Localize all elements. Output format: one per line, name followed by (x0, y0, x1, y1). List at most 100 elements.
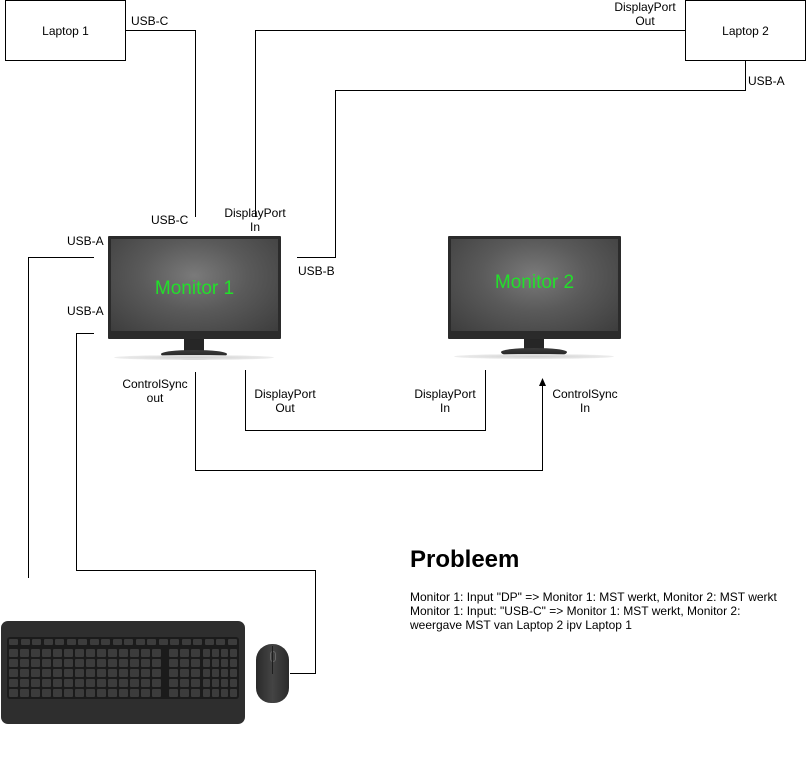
key (119, 659, 128, 667)
key (32, 639, 41, 645)
key (221, 669, 228, 677)
label-laptop1-usbc: USB-C (131, 14, 169, 28)
key (108, 659, 117, 667)
key (97, 659, 106, 667)
label-line: Out (635, 14, 655, 28)
label-monitor1-usba-bottom: USB-A (67, 304, 104, 318)
key (170, 639, 179, 645)
key (130, 679, 139, 687)
key (180, 669, 189, 677)
key (64, 689, 73, 697)
key (191, 679, 200, 687)
key (20, 679, 29, 687)
key (97, 649, 106, 657)
key (141, 689, 150, 697)
key (119, 679, 128, 687)
key (64, 679, 73, 687)
wire-controlsync (195, 372, 543, 471)
key (97, 669, 106, 677)
label-monitor1-usbc: USB-C (151, 213, 189, 227)
key (86, 689, 95, 697)
monitor-1-label: Monitor 1 (154, 278, 235, 299)
label-line: DisplayPort (224, 206, 286, 220)
key (152, 649, 161, 657)
key (230, 689, 237, 697)
label-laptop2-dp-out: DisplayPort Out (610, 0, 680, 28)
key (20, 659, 29, 667)
keyboard[interactable] (1, 621, 245, 724)
key (180, 649, 189, 657)
key (9, 639, 18, 645)
key (124, 639, 133, 645)
label-line: Out (275, 401, 295, 415)
key (75, 689, 84, 697)
key (141, 669, 150, 677)
monitor-screen: Monitor 2 (451, 239, 618, 331)
key (108, 679, 117, 687)
key (108, 669, 117, 677)
key (53, 649, 62, 657)
key (119, 689, 128, 697)
wire-laptop2-dp-to-monitor1 (255, 30, 685, 217)
key (169, 649, 178, 657)
key (221, 689, 228, 697)
key (53, 659, 62, 667)
mouse-button-split (272, 646, 273, 674)
key (227, 639, 237, 645)
laptop-2-box[interactable]: Laptop 2 (685, 0, 806, 61)
mouse-scroll-wheel-icon (270, 651, 276, 662)
label-monitor1-dp-out: DisplayPort Out (250, 387, 320, 415)
key (42, 649, 51, 657)
key (130, 689, 139, 697)
key (191, 649, 200, 657)
key (152, 679, 161, 687)
key (20, 649, 29, 657)
monitor-stand-neck (184, 339, 204, 353)
key (212, 689, 219, 697)
key (221, 659, 228, 667)
label-line: DisplayPort (614, 0, 676, 14)
key (108, 649, 117, 657)
laptop-2-label: Laptop 2 (722, 23, 769, 38)
key (191, 689, 200, 697)
key (108, 689, 117, 697)
key (141, 679, 150, 687)
key (130, 659, 139, 667)
laptop-1-box[interactable]: Laptop 1 (5, 0, 126, 61)
monitor-1[interactable]: Monitor 1 (108, 236, 281, 366)
monitor-2[interactable]: Monitor 2 (448, 236, 621, 366)
key (130, 669, 139, 677)
monitor-bezel: Monitor 2 (448, 236, 621, 339)
label-monitor1-usbb: USB-B (298, 264, 335, 278)
key (180, 689, 189, 697)
key (169, 669, 178, 677)
key (9, 649, 18, 657)
key (31, 669, 40, 677)
key (101, 639, 110, 645)
key (230, 669, 237, 677)
key (119, 669, 128, 677)
keyboard-keys (7, 637, 239, 699)
key (212, 659, 219, 667)
key (191, 659, 200, 667)
key (147, 639, 156, 645)
key (75, 649, 84, 657)
monitor-bezel: Monitor 1 (108, 236, 281, 339)
problem-line-2: Monitor 1: Input: "USB-C" => Monitor 1: … (410, 604, 741, 632)
key (55, 639, 64, 645)
key (9, 659, 18, 667)
mouse[interactable] (256, 644, 289, 703)
key (212, 669, 219, 677)
key (64, 659, 73, 667)
key (158, 639, 168, 645)
key (42, 669, 51, 677)
problem-line-1: Monitor 1: Input "DP" => Monitor 1: MST … (410, 590, 777, 604)
key (53, 679, 62, 687)
key (89, 639, 99, 645)
key (230, 649, 237, 657)
key (9, 689, 18, 697)
key (9, 679, 18, 687)
key (31, 679, 40, 687)
label-laptop2-usba: USB-A (748, 74, 785, 88)
